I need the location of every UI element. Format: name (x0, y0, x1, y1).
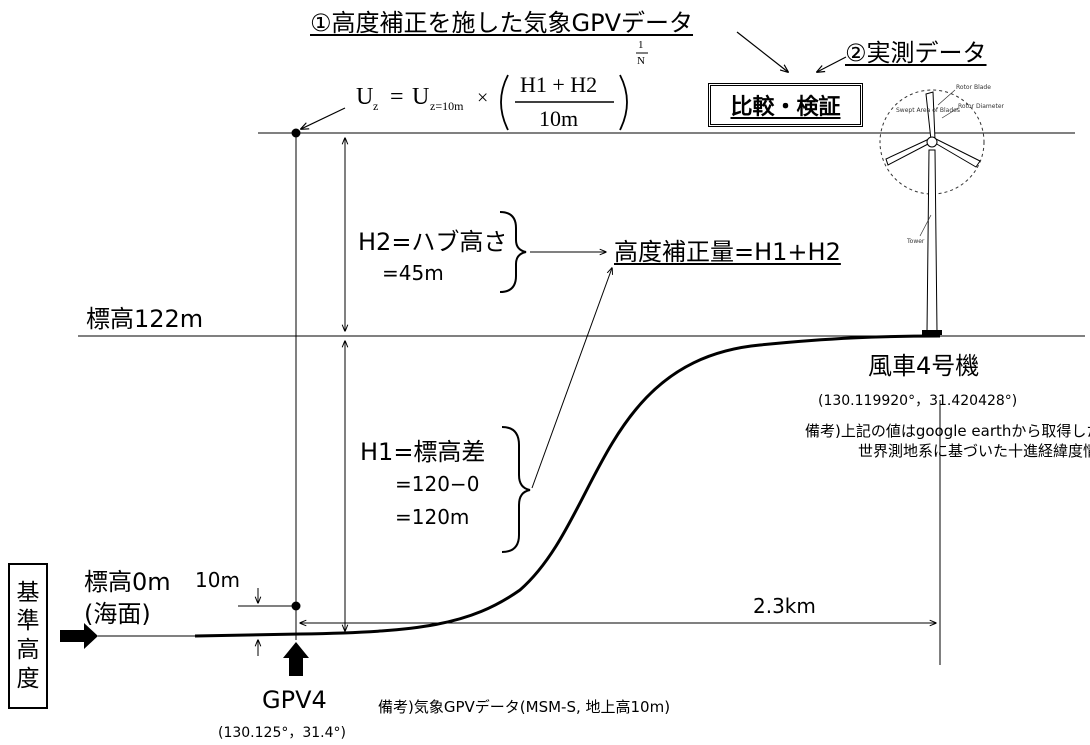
gpv-point-coordinates: (130.125°，31.4°) (218, 725, 346, 741)
formula-lhs: U (356, 84, 374, 110)
turbine-note-line1: 備考)上記の値はgoogle earthから取得した (805, 422, 1090, 440)
formula-lhs-sub: z (373, 99, 379, 113)
formula-exponent-denominator: N (637, 55, 645, 67)
compare-verify-box: 比較・検証 (708, 83, 863, 127)
terrain-profile (194, 334, 941, 638)
correction-amount-label: 高度補正量=H1+H2 (614, 238, 841, 266)
turbine-hub (926, 136, 938, 148)
h1-label-line2: =120−0 (395, 472, 480, 496)
gpv-to-compare-arrow (736, 31, 788, 72)
formula-exponent-numerator: 1 (638, 39, 644, 51)
formula-numerator: H1 + H2 (520, 72, 598, 97)
measured-data-title: ②実測データ (845, 39, 987, 67)
formula-rhs-sub: z=10m (430, 99, 464, 113)
h1-label-line1: H1=標高差 (360, 438, 486, 466)
formula-paren-left (500, 74, 509, 131)
gpv-point-name: GPV4 (262, 686, 327, 714)
turbine-tower-leader (919, 214, 932, 237)
turbine-blade-right (934, 138, 981, 168)
gpv-data-note: 備考)気象GPVデータ(MSM-S, 地上高10m) (378, 698, 671, 716)
datum-pointer-arrow (60, 623, 98, 649)
compare-verify-label: 比較・検証 (730, 95, 841, 120)
wind-turbine-illustration: Rotor Blade Rotor Diameter Swept Area of… (879, 84, 1005, 335)
turbine-note-line2: 世界測地系に基づいた十進経緯度情報 (858, 442, 1090, 460)
turbine-coordinates: (130.119920°，31.420428°) (818, 393, 1018, 409)
turbine-blade-left (885, 138, 931, 166)
hub-height-point (291, 128, 301, 138)
turbine-name: 風車4号機 (868, 352, 980, 380)
formula-equals: = (390, 84, 404, 110)
label-swept-area: Swept Area of Blades (896, 107, 960, 114)
h1-to-correction-arrow (531, 268, 612, 489)
turbine-blade-leader (937, 89, 956, 106)
swept-area-circle (879, 89, 985, 195)
formula-rhs-base: U (412, 84, 430, 110)
measured-to-compare-arrow (817, 56, 847, 72)
sea-level-label: (海面) (84, 600, 151, 628)
h2-label-line1: H2=ハブ高さ (358, 228, 508, 256)
datum-char-4: 度 (16, 665, 40, 692)
elevation-0m-label: 標高0m (84, 568, 171, 596)
elevation-122m-label: 標高122m (86, 305, 204, 333)
label-tower: Tower (906, 238, 925, 245)
turbine-tower (926, 149, 938, 333)
gpv-pointer-arrow (283, 642, 309, 676)
turbine-base (922, 330, 942, 335)
h2-bracket (499, 211, 527, 293)
h1-bracket (501, 426, 531, 553)
datum-char-2: 準 (16, 608, 40, 635)
h1-label-line3: =120m (395, 505, 470, 529)
h2-label-line2: =45m (382, 261, 444, 285)
formula-denominator: 10m (539, 106, 579, 131)
datum-char-3: 高 (16, 637, 40, 663)
reference-height-box: 基 準 高 度 (8, 563, 48, 709)
gpv-10m-point (291, 601, 301, 611)
ten-m-label: 10m (195, 568, 240, 592)
label-rotor-blade: Rotor Blade (956, 84, 991, 91)
datum-char-1: 基 (16, 579, 40, 606)
formula-times: × (477, 87, 489, 109)
formula-leader-arrow (301, 107, 346, 129)
distance-label: 2.3km (753, 594, 816, 618)
formula-paren-right (619, 74, 628, 131)
gpv-data-title: ①高度補正を施した気象GPVデータ (310, 9, 694, 37)
label-rotor-diameter: Rotor Diameter (958, 103, 1005, 110)
turbine-diameter-leader (941, 107, 959, 119)
